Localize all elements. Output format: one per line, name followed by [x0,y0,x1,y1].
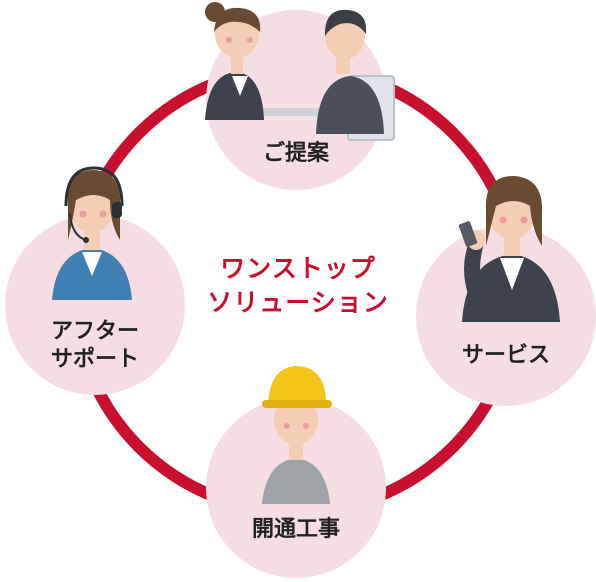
center-title-line2: ソリューション [207,287,389,317]
center-title: ワンストップ ソリューション [198,252,398,320]
node-label-after-support: アフター サポート [35,318,155,373]
proposal-illustration [205,2,395,141]
node-label-after-support-line2: サポート [50,346,139,372]
after-support-illustration [52,166,132,300]
node-label-after-support-line1: アフター [50,319,139,344]
node-label-service: サービス [461,343,550,368]
node-label-proposal: ご提案 [262,141,329,166]
node-circle-after-support [5,215,185,395]
service-illustration [458,176,560,322]
node-label-installation: 開通工事 [251,517,340,542]
installation-illustration [262,366,332,504]
center-title-line1: ワンストップ [220,254,376,283]
